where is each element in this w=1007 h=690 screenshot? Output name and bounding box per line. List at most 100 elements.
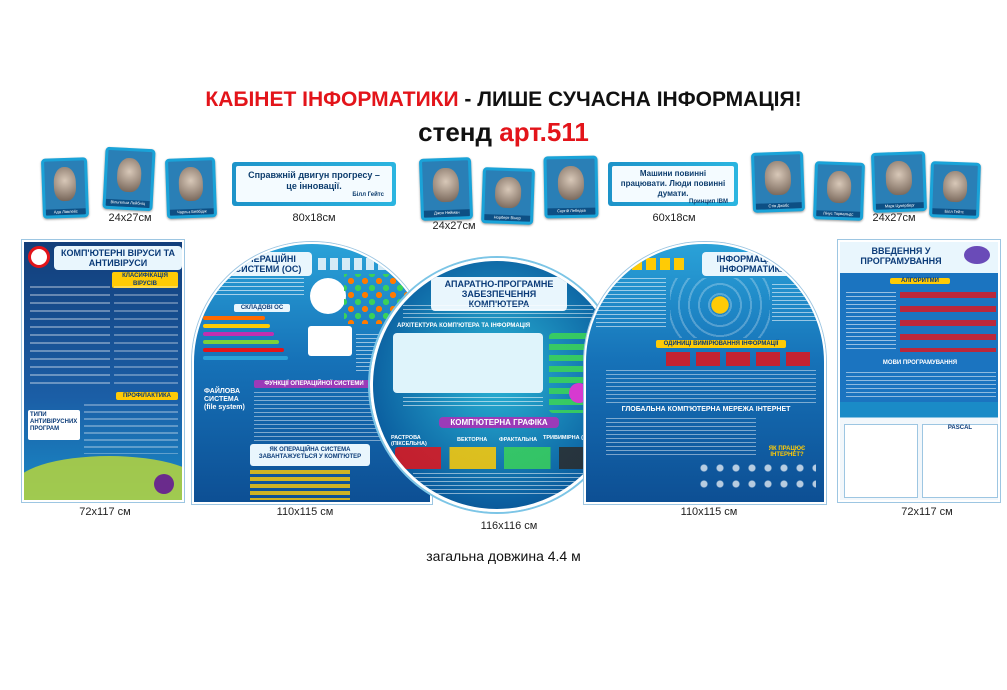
panel-viruses-sub3: ТИПИ АНТИВІРУСНИХ ПРОГРАМ	[30, 412, 78, 432]
panel-programming-sub1: АЛГОРИТМИ	[890, 278, 950, 284]
units-cards	[666, 352, 816, 366]
network-diagram	[696, 460, 816, 494]
quote-right-text: Машини повинні працювати. Люди повинні д…	[620, 169, 726, 198]
algo-text	[846, 292, 896, 352]
portrait-center-1: Джон Нейман	[418, 157, 474, 221]
dim-circle: 116x116 см	[480, 520, 538, 532]
graphics-banner: КОМП'ЮТЕРНА ГРАФІКА	[439, 417, 559, 428]
portrait-right-4: Білл Гейтс	[929, 161, 981, 219]
dim-portraits-right: 24x27см	[872, 212, 916, 224]
panel-viruses-sub2: ПРОФІЛАКТИКА	[116, 392, 178, 400]
quote-left: Справжній двигун прогресу – це інновації…	[232, 162, 396, 206]
panel-os-sub4: ЯК ОПЕРАЦІЙНА СИСТЕМА ЗАВАНТАЖУЄТЬСЯ У К…	[258, 447, 362, 460]
face-icon	[942, 170, 968, 203]
panel-programming-title: ВВЕДЕННЯ У ПРОГРАМУВАННЯ	[860, 246, 942, 266]
portrait-caption: Стів Джобс	[755, 201, 802, 210]
quote-right-inner: Машини повинні працювати. Люди повинні д…	[612, 166, 734, 205]
panel-info-title: ІНФОРМАЦІЯ ТА ІНФОРМАТИКА	[702, 252, 804, 276]
panel-info-sub1: ОДИНИЦІ ВИМІРЮВАННЯ ІНФОРМАЦІЇ	[656, 340, 786, 348]
graphics-type-vector: ВЕКТОРНА	[457, 437, 488, 443]
quote-right: Машини повинні працювати. Люди повинні д…	[608, 162, 738, 206]
stand-article: стенд арт.511	[0, 117, 1007, 148]
os-stripe-1	[203, 316, 265, 320]
portrait-caption: Сергій Лебедєв	[547, 207, 596, 216]
portrait-caption: Чарльз Беббідж	[169, 207, 214, 216]
os-stripe-2	[203, 324, 270, 328]
portrait-center-3: Сергій Лебедєв	[543, 155, 599, 219]
python-card	[844, 424, 918, 498]
dim-portraits-center: 24x27см	[432, 220, 476, 232]
face-icon	[53, 167, 77, 202]
headline: КАБІНЕТ ІНФОРМАТИКИ - ЛИШЕ СУЧАСНА ІНФОР…	[0, 88, 1007, 112]
info-icons	[604, 258, 684, 270]
graphics-type-raster: РАСТРОВА (ПІКСЕЛЬНА)	[391, 435, 427, 447]
php-badge-icon	[964, 246, 990, 264]
os-stripe-5	[203, 348, 284, 352]
flowchart	[900, 292, 996, 352]
quote-right-author: Принцип IBM	[689, 199, 728, 205]
panel-os-sub3: ФАЙЛОВА СИСТЕМА (file system)	[204, 388, 245, 411]
hardware-text-top	[403, 305, 593, 321]
portrait-caption: Норберт Вінер	[484, 214, 531, 222]
portrait-caption: Джон Нейман	[423, 209, 470, 218]
os-diagram-bubble	[310, 278, 346, 314]
portrait-caption: Вільгельм Лейбніц	[105, 199, 150, 209]
quote-left-text: Справжній двигун прогресу – це інновації…	[248, 170, 380, 191]
face-icon	[557, 165, 585, 201]
portrait-caption: Марк Цукерберг	[875, 201, 924, 210]
panel-programming-sub2: МОВИ ПРОГРАМУВАННЯ	[882, 360, 958, 366]
hardware-text-mid	[403, 397, 543, 407]
portrait-caption: Білл Гейтс	[932, 208, 977, 216]
headline-rest: - ЛИШЕ СУЧАСНА ІНФОРМАЦІЯ!	[458, 88, 802, 111]
languages-text	[846, 372, 996, 398]
panel-os-title: ОПЕРАЦІЙНІ СИСТЕМИ (ОС)	[224, 252, 312, 276]
headline-red: КАБІНЕТ ІНФОРМАТИКИ	[205, 88, 459, 111]
panel-programming-sub3: PASCAL	[947, 425, 973, 431]
stand-label: стенд	[418, 117, 500, 147]
panel-info-sub3: ЯК ПРАЦЮЄ ІНТЕРНЕТ?	[768, 446, 806, 458]
portrait-caption: Ада Лавлейс	[45, 207, 86, 216]
panel-info: ІНФОРМАЦІЯ ТА ІНФОРМАТИКА ОДИНИЦІ ВИМІРЮ…	[584, 242, 826, 504]
dim-quote-right: 60x18см	[652, 212, 696, 224]
face-icon	[826, 170, 852, 204]
os-stripe-3	[203, 332, 275, 336]
portrait-center-2: Норберт Вінер	[481, 167, 535, 225]
dim-quote-left: 80x18см	[292, 212, 336, 224]
os-stripe-4	[203, 340, 279, 344]
dim-panel1: 72x117 см	[79, 506, 131, 518]
no-virus-icon	[28, 246, 50, 268]
os-logos	[318, 258, 388, 270]
hardware-devices	[393, 333, 543, 393]
os-boot-steps	[250, 470, 350, 500]
panel-os-sub2: ФУНКЦІЇ ОПЕРАЦІЙНОЇ СИСТЕМИ	[254, 380, 374, 388]
face-icon	[115, 157, 143, 194]
os-note-box	[308, 326, 352, 356]
article-number: арт.511	[499, 117, 589, 147]
total-length: загальна довжина 4.4 м	[426, 548, 581, 564]
face-icon	[432, 167, 460, 203]
virus-list-block-2	[114, 286, 178, 386]
info-text-right	[772, 284, 822, 324]
portrait-right-3: Марк Цукерберг	[870, 151, 928, 213]
face-icon	[494, 176, 522, 209]
portrait-right-1: Стів Джобс	[750, 151, 806, 213]
panel-viruses-title: КОМП'ЮТЕРНІ ВІРУСИ ТА АНТИВІРУСИ	[54, 246, 182, 270]
graphics-type-fractal: ФРАКТАЛЬНА	[499, 437, 538, 443]
dim-panel4: 110x115 см	[680, 506, 738, 518]
panel-viruses: КОМП'ЮТЕРНІ ВІРУСИ ТА АНТИВІРУСИ КЛАСИФІ…	[22, 240, 184, 502]
info-text-mid	[606, 370, 816, 404]
prevention-block	[84, 404, 178, 454]
os-stripe-6	[203, 356, 289, 360]
panel-os: ОПЕРАЦІЙНІ СИСТЕМИ (ОС) СКЛАДОВІ ОС ФУНК…	[192, 242, 432, 504]
graphics-type-3d: ТРИВИМІРНА (3D)	[543, 435, 592, 441]
portrait-left-2: Вільгельм Лейбніц	[102, 146, 156, 212]
graphics-samples	[395, 447, 605, 469]
dim-portraits-left: 24x27см	[108, 212, 152, 224]
panel-info-sub2: ГЛОБАЛЬНА КОМП'ЮТЕРНА МЕРЕЖА ІНТЕРНЕТ	[621, 406, 791, 413]
face-icon	[884, 161, 913, 196]
dim-panel5: 72x117 см	[901, 506, 953, 518]
portrait-caption: Лінус Торвальдс	[816, 209, 861, 218]
virus-list-block	[30, 286, 110, 386]
dim-panel2: 110x115 см	[276, 506, 334, 518]
panel-programming: ВВЕДЕННЯ У ПРОГРАМУВАННЯ АЛГОРИТМИ МОВИ …	[838, 240, 1000, 502]
